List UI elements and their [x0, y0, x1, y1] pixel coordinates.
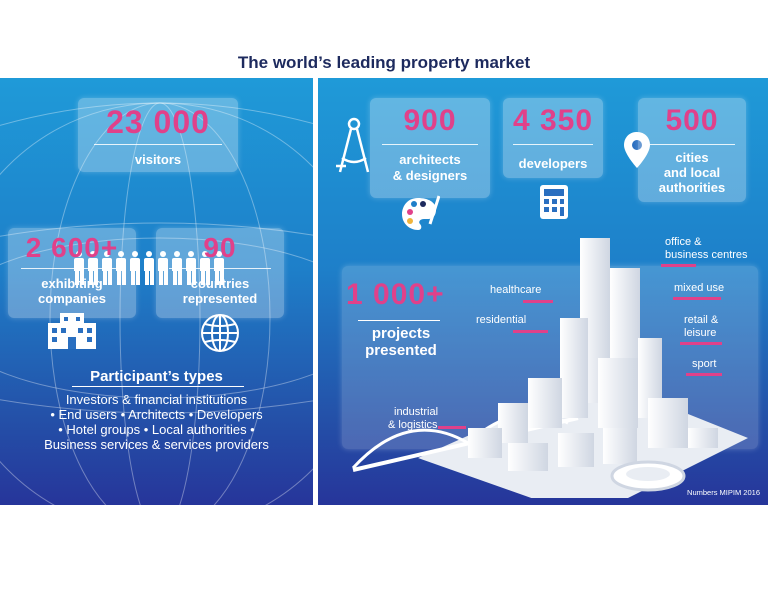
compass-icon: [336, 117, 370, 173]
exhibiting-number: 2 600+: [25, 232, 119, 263]
architects-label-line2: & designers: [392, 168, 468, 183]
divider: [72, 386, 244, 387]
divider: [20, 268, 124, 269]
divider: [94, 144, 222, 145]
visitors-label: visitors: [134, 152, 182, 167]
person-icon: [115, 251, 126, 285]
callout-industrial-line1: industrial: [394, 406, 439, 418]
left-panel: 23 000 visitors 2 600+ exhibiting compan…: [0, 78, 313, 505]
callout-mixed-use: mixed use: [674, 282, 725, 294]
countries-number: 90: [203, 232, 237, 263]
building-icon: [48, 313, 96, 349]
visitors-people-icons: [73, 251, 224, 285]
callout-healthcare: healthcare: [490, 284, 542, 296]
callout-office-line1: office &: [665, 236, 702, 248]
calculator-icon: [540, 185, 568, 219]
exhibiting-label-line1: exhibiting: [41, 276, 103, 291]
globe-wireframe-icon: [0, 102, 313, 505]
participants-line: • Hotel groups • Local authorities •: [58, 422, 255, 437]
developers-box: 4 350 developers: [503, 98, 603, 178]
divider: [648, 144, 736, 145]
developers-number: 4 350: [512, 104, 594, 137]
exhibiting-box: 2 600+ exhibiting companies: [8, 228, 136, 318]
person-icon: [73, 251, 84, 285]
person-icon: [101, 251, 112, 285]
person-icon: [213, 251, 224, 285]
divider: [513, 144, 593, 145]
divider: [168, 268, 272, 269]
cities-label-line3: authorities: [658, 180, 726, 195]
developers-label: developers: [518, 156, 588, 171]
right-panel: 900 architects & designers 4 350 develop…: [318, 78, 768, 505]
cities-label-line1: cities: [675, 150, 709, 165]
visitors-box: 23 000 visitors: [78, 98, 238, 172]
person-icon: [143, 251, 154, 285]
architects-box: 900 architects & designers: [370, 98, 490, 198]
location-pin-icon: [624, 132, 650, 168]
visitors-number: 23 000: [106, 104, 210, 140]
projects-label-line2: presented: [365, 342, 437, 359]
divider: [358, 320, 440, 321]
callout-marker: [438, 426, 466, 429]
city-illustration: [351, 238, 748, 498]
architects-label-line1: architects: [399, 152, 461, 167]
callout-retail-line1: retail &: [684, 314, 719, 326]
person-icon: [157, 251, 168, 285]
countries-label-line2: represented: [182, 291, 258, 306]
callout-marker: [513, 330, 548, 333]
participants-line: Business services & services providers: [44, 437, 269, 452]
callout-office-line2: business centres: [665, 249, 748, 261]
palette-icon: [402, 195, 440, 230]
architects-number: 900: [403, 104, 457, 137]
callout-marker: [661, 264, 696, 267]
source-note: Numbers MIPIM 2016: [687, 488, 760, 497]
cities-label-line2: and local: [663, 165, 721, 180]
cities-box: 500 cities and local authorities: [638, 98, 746, 202]
participants-line: Investors & financial institutions: [65, 392, 248, 407]
cities-number: 500: [665, 104, 719, 137]
participants-line: • End users • Architects • Developers: [50, 407, 263, 422]
callout-residential: residential: [476, 314, 527, 326]
page-title: The world’s leading property market: [237, 53, 531, 72]
person-icon: [171, 251, 182, 285]
callout-industrial-line2: & logistics: [388, 419, 438, 431]
participants-heading: Participant’s types: [90, 368, 223, 385]
countries-box: 90 countries represented: [156, 228, 284, 318]
callout-marker: [673, 297, 721, 300]
exhibiting-label-line2: companies: [38, 291, 106, 306]
globe-icon: [201, 314, 239, 352]
projects-number: 1 000+: [346, 278, 445, 311]
callout-retail-line2: leisure: [684, 327, 717, 339]
person-icon: [87, 251, 98, 285]
callout-marker: [523, 300, 553, 303]
callout-marker: [686, 373, 722, 376]
divider: [382, 144, 478, 145]
projects-label-line1: projects: [371, 325, 431, 342]
callout-sport: sport: [692, 358, 717, 370]
callout-marker: [680, 342, 722, 345]
person-icon: [129, 251, 140, 285]
person-icon: [185, 251, 196, 285]
countries-label-line1: countries: [190, 276, 250, 291]
person-icon: [199, 251, 210, 285]
